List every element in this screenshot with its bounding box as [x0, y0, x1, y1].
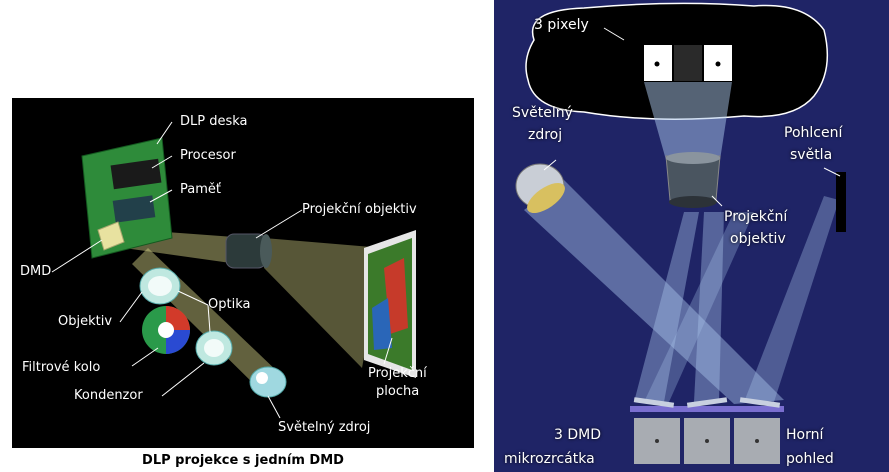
- label-screen-line1: Projekční: [368, 366, 427, 381]
- label-top-view-line2: pohled: [786, 451, 834, 467]
- micromirror-illustration: [515, 2, 846, 464]
- processor-chip: [110, 158, 162, 190]
- label-lens-line2: objektiv: [730, 231, 786, 247]
- label-3-pixels: 3 pixely: [534, 17, 589, 33]
- label-dlp-board: DLP deska: [180, 114, 248, 129]
- label-light-source: Světelný zdroj: [278, 420, 371, 435]
- dmd-chip: [97, 221, 125, 251]
- label-color-wheel: Filtrové kolo: [22, 360, 101, 375]
- label-lens-line1: Projekční: [724, 209, 788, 225]
- label-top-view-line1: Horní: [786, 427, 824, 443]
- beam-to-pixels: [644, 82, 732, 160]
- label-screen-line2: plocha: [376, 384, 420, 399]
- label-processor: Procesor: [180, 148, 236, 163]
- projection-cone: [264, 238, 384, 368]
- pixel-2: [674, 45, 702, 81]
- label-absorber-line2: světla: [790, 147, 833, 163]
- label-absorber-line1: Pohlcení: [784, 125, 843, 141]
- label-condenser: Kondenzor: [74, 388, 143, 403]
- left-caption: DLP projekce s jedním DMD: [142, 453, 344, 468]
- label-projection-lens: Projekční objektiv: [302, 202, 417, 217]
- label-dmd-line2: mikrozrcátka: [504, 451, 595, 467]
- reflected-beam-1: [634, 212, 699, 402]
- light-absorber: [836, 172, 846, 232]
- label-dmd-line1: 3 DMD: [554, 427, 601, 443]
- label-memory: Paměť: [180, 182, 221, 197]
- single-dmd-illustration: [51, 121, 416, 419]
- label-dmd: DMD: [20, 264, 52, 279]
- reflected-beam-4: [644, 212, 754, 402]
- reflected-beam-2: [694, 212, 724, 402]
- label-light-source-line1: Světelný: [512, 105, 573, 121]
- mirror-base: [630, 406, 784, 412]
- label-light-source-line2: zdroj: [528, 127, 563, 143]
- dmd-micromirror-diagram: 3 pixely Světelný zdroj Pohlcení světla …: [494, 0, 889, 472]
- source-beam: [524, 180, 784, 404]
- reflected-beam-3: [744, 196, 839, 402]
- light-source-bulb: [249, 366, 287, 398]
- memory-chip: [112, 195, 156, 223]
- label-objective: Objektiv: [58, 314, 113, 329]
- label-optics: Optika: [208, 297, 251, 312]
- dlp-board: [81, 137, 173, 259]
- single-dmd-diagram: DLP deska Procesor Paměť Projekční objek…: [12, 98, 474, 448]
